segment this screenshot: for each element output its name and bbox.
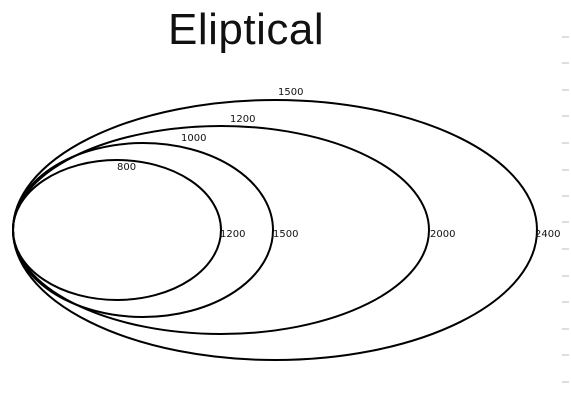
right-edge-ticks [562, 36, 569, 383]
ellipse-top-label: 1500 [278, 87, 303, 98]
page-title: Eliptical [168, 5, 325, 54]
ellipse-1000-1500: 1000 1500 [12, 133, 298, 318]
ellipse-right-label: 1200 [220, 229, 245, 240]
ellipse-800-1200: 800 1200 [12, 159, 245, 301]
ellipse-right-label: 2000 [430, 229, 455, 240]
ellipse-top-label: 1000 [181, 133, 206, 144]
ellipse-top-label: 800 [117, 162, 136, 173]
ellipse-outline [12, 159, 222, 301]
ellipse-1500-2400: 1500 2400 [12, 87, 560, 361]
ellipse-1200-2000: 1200 2000 [12, 114, 455, 335]
ellipse-top-label: 1200 [230, 114, 255, 125]
ellipse-right-label: 2400 [535, 229, 560, 240]
ellipse-right-label: 1500 [273, 229, 298, 240]
